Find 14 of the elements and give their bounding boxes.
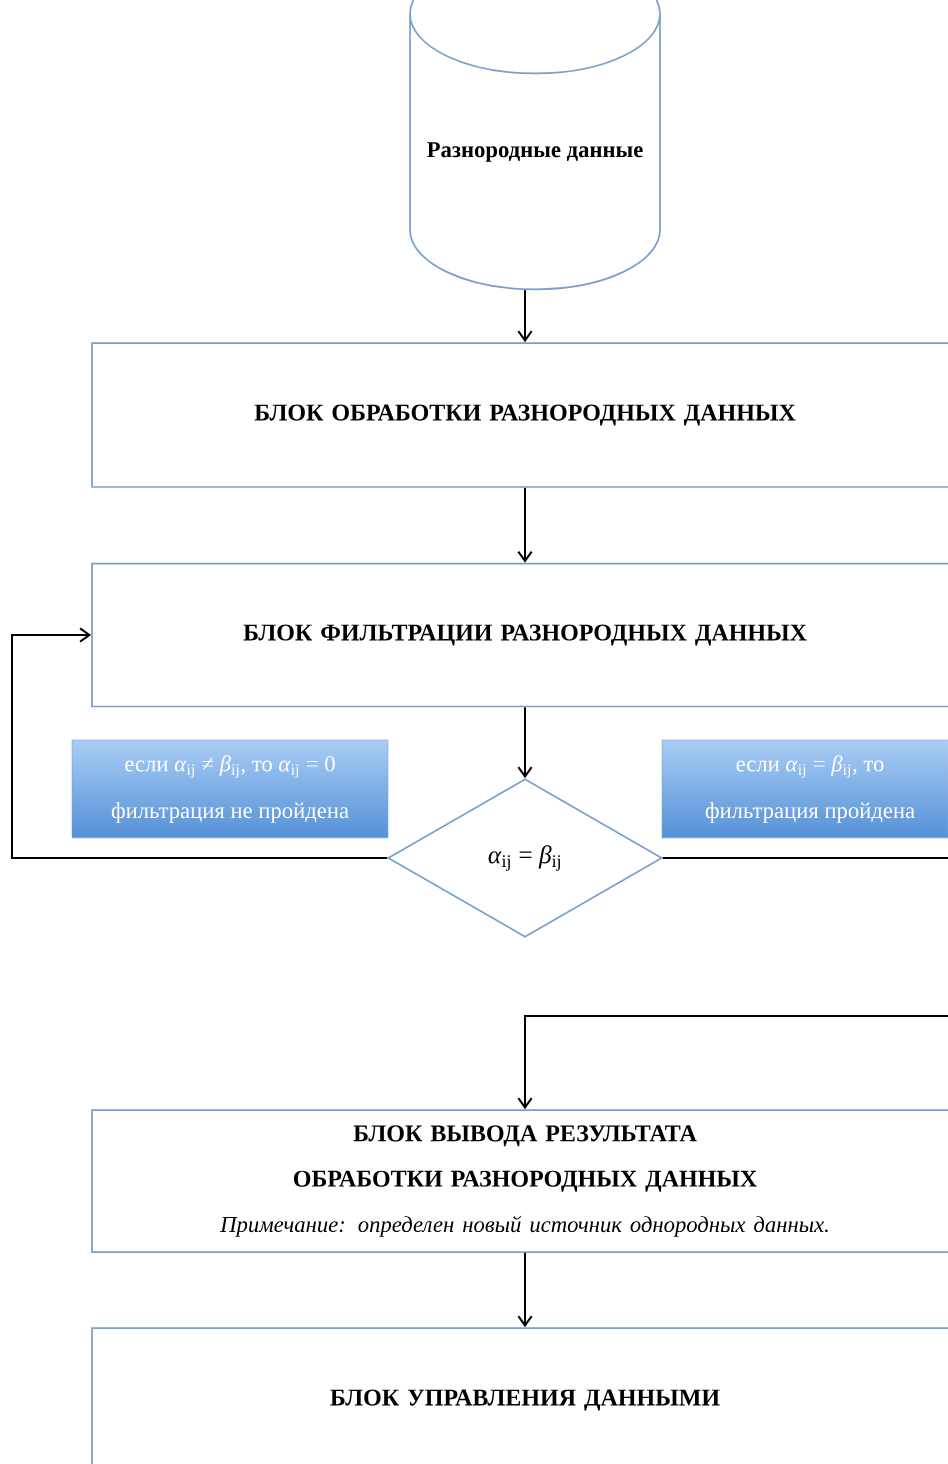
arrow [517,706,533,779]
arrow [517,1015,948,1110]
database-cylinder: Разнородные данные [409,0,661,291]
process-box: БЛОК УПРАВЛЕНИЯ ДАННЫМИ [91,1327,948,1464]
connector-line [661,857,948,859]
process-box: БЛОК ОБРАБОТКИ РАЗНОРОДНЫХ ДАННЫХ [91,342,948,488]
process-box: БЛОК ФИЛЬТРАЦИИ РАЗНОРОДНЫХ ДАННЫХ [91,562,948,708]
arrow [11,627,389,859]
condition-box: если α$_{ij}$ ≠ β$_{ij}$, то α$_{ij}$ = 0 фильтрация не пройдена [71,739,389,839]
arrow [517,486,533,563]
process-box: БЛОК ВЫВОДА РЕЗУЛЬТАТА ОБРАБОТКИ РАЗНОРОДНЫХ ДАННЫХ Примечание: определен новый источник однородных данных. [91,1109,948,1253]
condition-box: если α$_{ij}$ = β$_{ij}$, то фильтрация пройдена [661,739,948,839]
arrow [517,289,533,343]
arrow [517,1251,533,1328]
